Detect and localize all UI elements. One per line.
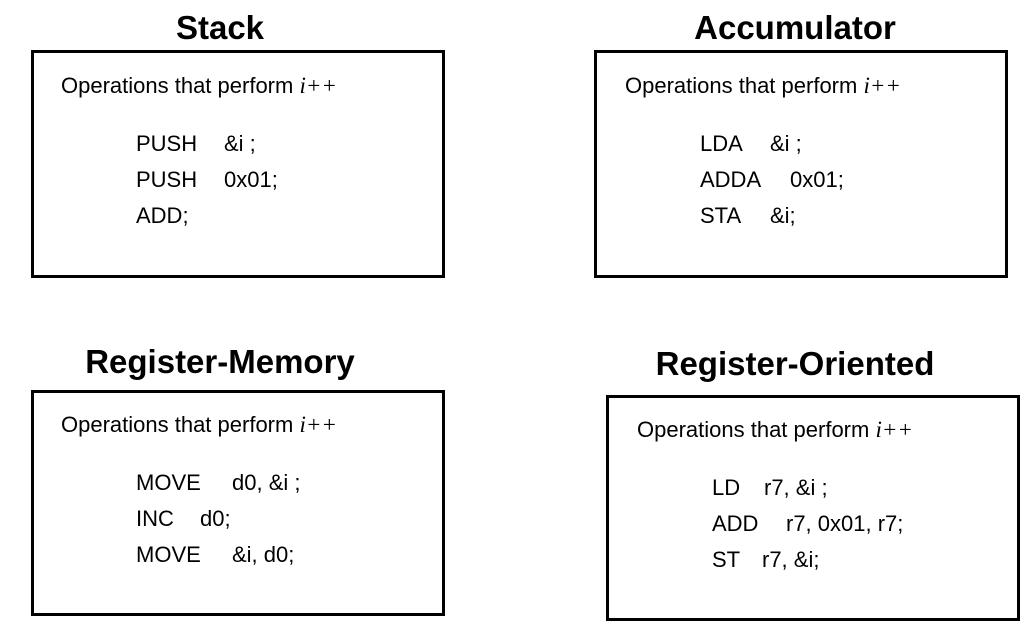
code-line: MOVE d0, &i ;: [136, 469, 300, 497]
panel-box-stack: [31, 50, 445, 278]
operands: 0x01;: [790, 167, 844, 192]
operands: &i;: [770, 203, 796, 228]
opcode: STA: [700, 203, 742, 228]
panel-intro-accumulator: Operations that perform i++: [625, 72, 901, 100]
operands: &i ;: [224, 131, 256, 156]
opcode: PUSH: [136, 131, 198, 156]
opcode: PUSH: [136, 167, 198, 192]
opcode: ADD: [712, 511, 759, 536]
code-line: ADD;: [136, 202, 224, 230]
opcode: LDA: [700, 131, 743, 156]
panel-title-stack: Stack: [175, 9, 265, 46]
operands: &i ;: [770, 131, 802, 156]
panel-title-register-oriented: Register-Oriented: [655, 345, 935, 382]
intro-variable: i++: [299, 412, 337, 437]
operands: r7, &i ;: [764, 475, 828, 500]
operands: d0, &i ;: [232, 470, 301, 495]
code-line: INC d0;: [136, 505, 231, 533]
code-line: PUSH 0x01;: [136, 166, 278, 194]
intro-variable: i++: [863, 73, 901, 98]
operands: &i, d0;: [232, 542, 295, 567]
operands: d0;: [200, 506, 231, 531]
panel-box-register-oriented: [606, 395, 1020, 621]
panel-intro-stack: Operations that perform i++: [61, 72, 337, 100]
panel-intro-register-oriented: Operations that perform i++: [637, 416, 913, 444]
code-line: LD r7, &i ;: [712, 474, 828, 502]
operands: r7, &i;: [762, 547, 820, 572]
panel-title-accumulator: Accumulator: [694, 9, 896, 46]
opcode: ADDA: [700, 167, 762, 192]
intro-text: Operations that perform: [625, 73, 864, 98]
code-line: ADD r7, 0x01, r7;: [712, 510, 903, 538]
opcode: MOVE: [136, 542, 201, 567]
operands: r7, 0x01, r7;: [786, 511, 904, 536]
opcode: ST: [712, 547, 741, 572]
code-line: STA&i;: [700, 202, 796, 230]
code-line: ST r7, &i;: [712, 546, 819, 574]
panel-box-register-memory: [31, 390, 445, 616]
opcode: LD: [712, 475, 741, 500]
intro-variable: i++: [875, 417, 913, 442]
intro-text: Operations that perform: [61, 412, 300, 437]
opcode: ADD;: [136, 203, 189, 228]
panel-intro-register-memory: Operations that perform i++: [61, 411, 337, 439]
code-line: PUSH&i ;: [136, 130, 256, 158]
code-line: ADDA 0x01;: [700, 166, 844, 194]
intro-variable: i++: [299, 73, 337, 98]
code-line: LDA&i ;: [700, 130, 802, 158]
panel-box-accumulator: [594, 50, 1008, 278]
opcode: MOVE: [136, 470, 201, 495]
panel-title-register-memory: Register-Memory: [85, 343, 355, 380]
code-line: MOVE&i, d0;: [136, 541, 294, 569]
opcode: INC: [136, 506, 174, 531]
intro-text: Operations that perform: [61, 73, 300, 98]
operands: 0x01;: [224, 167, 278, 192]
intro-text: Operations that perform: [637, 417, 876, 442]
